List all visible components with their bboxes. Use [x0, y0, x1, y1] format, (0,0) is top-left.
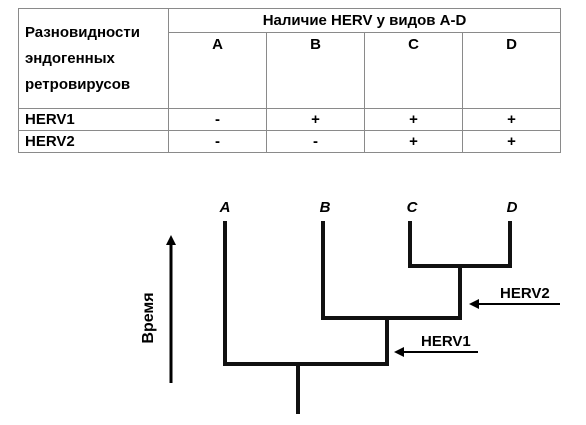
table-row: HERV1 - + + +	[18, 108, 561, 131]
retrovirus-type-header: Разновидности эндогенных ретровирусов	[18, 8, 169, 109]
retrovirus-type-header-line-1: Разновидности	[25, 23, 140, 41]
retrovirus-type-header-line-2: эндогенных	[25, 49, 115, 67]
retrovirus-type-header-line-3: ретровирусов	[25, 75, 131, 93]
herv-presence-table: Разновидности эндогенных ретровирусов На…	[18, 8, 561, 153]
time-axis-label: Время	[140, 292, 157, 343]
species-header-row: A B C D	[19, 32, 561, 109]
species-header-c: C	[364, 32, 463, 109]
herv2-marker-label: HERV2	[500, 285, 550, 302]
herv1-marker-label: HERV1	[421, 333, 471, 350]
taxon-label-d: D	[507, 199, 518, 216]
taxon-label-a: A	[219, 199, 231, 216]
species-header-a: A	[168, 32, 267, 109]
row-name-herv2: HERV2	[18, 130, 169, 153]
taxon-label-b: B	[320, 199, 331, 216]
taxon-label-c: C	[407, 199, 419, 216]
cell-herv2-d: +	[462, 130, 561, 153]
table-row: HERV2 - - + +	[18, 130, 561, 153]
species-header-b: B	[266, 32, 365, 109]
